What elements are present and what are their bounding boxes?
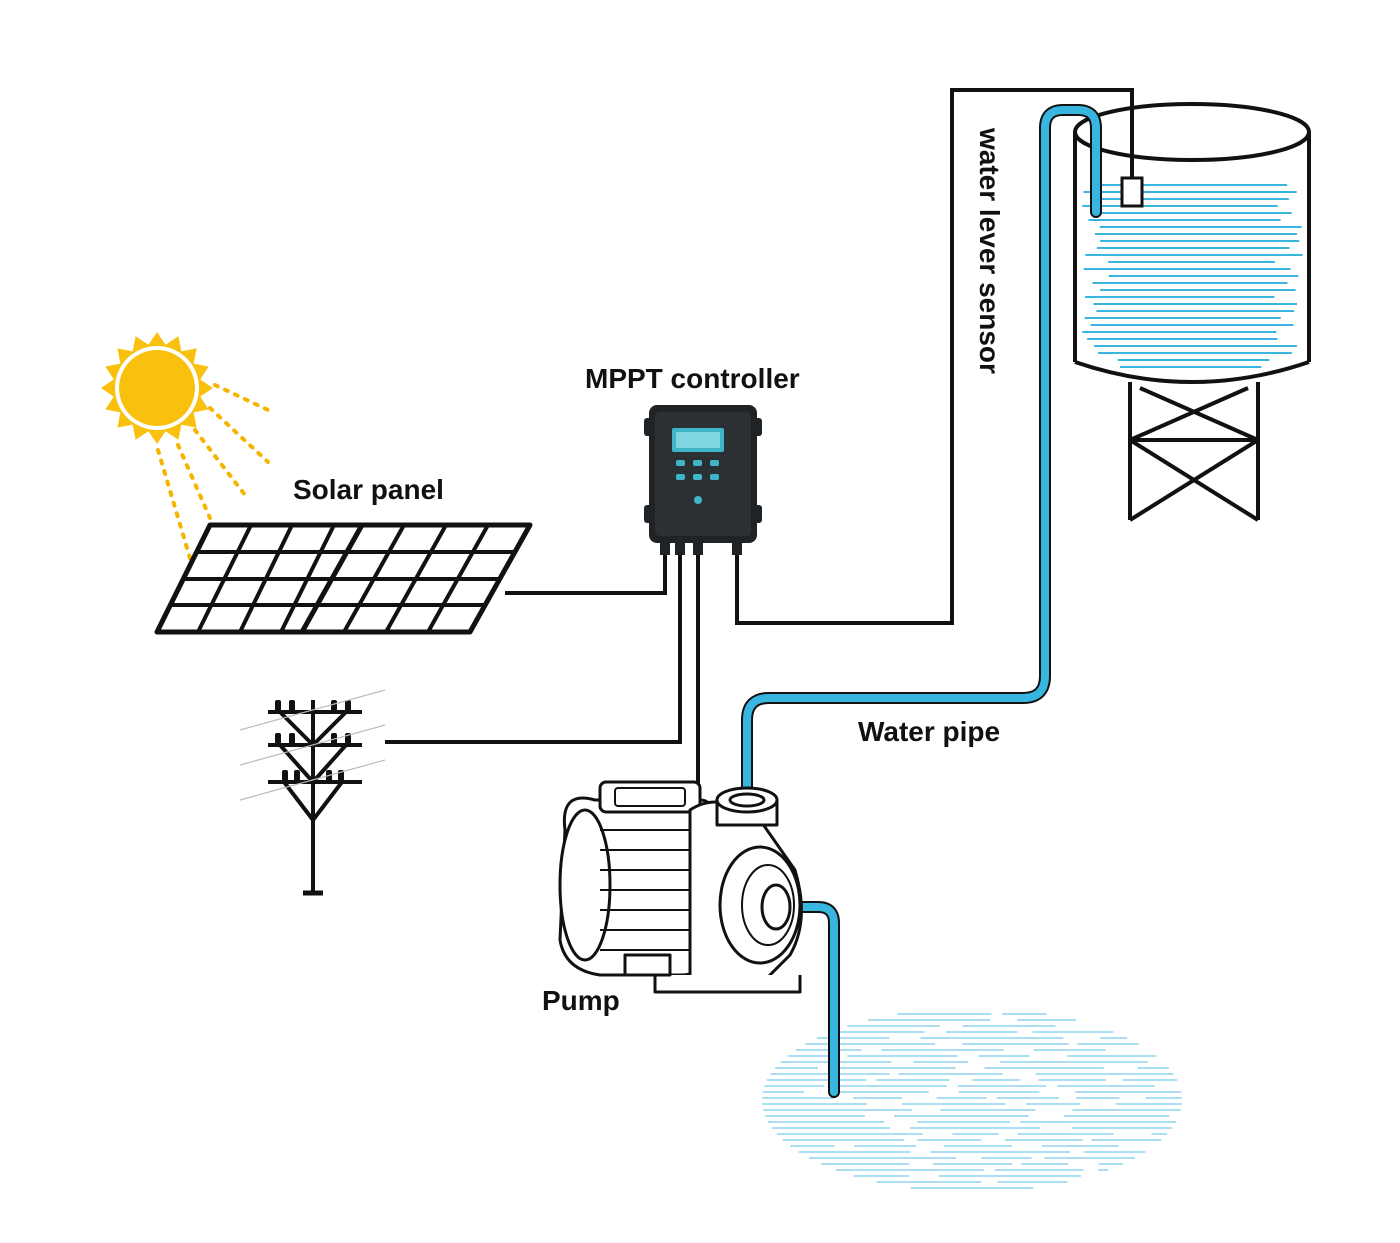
- solar-panel-label: Solar panel: [293, 474, 444, 505]
- water-level-sensor-label: water lever sensor: [974, 128, 1005, 374]
- mppt-controller-icon: [644, 405, 762, 555]
- water-pipe: [741, 104, 1102, 1098]
- pump-icon: [558, 780, 803, 994]
- pump-label: Pump: [542, 985, 620, 1016]
- water-tank-icon: [1073, 102, 1311, 522]
- mppt-controller-label: MPPT controller: [585, 363, 800, 394]
- wiring: [385, 88, 1134, 790]
- solar-panel-icon: [154, 522, 533, 635]
- power-pole-icon: [239, 689, 386, 896]
- water-source-pond: [762, 1013, 1182, 1189]
- water-pipe-label: Water pipe: [858, 716, 1001, 747]
- sun-icon: [101, 332, 270, 567]
- water-level-sensor-icon: [1120, 176, 1144, 208]
